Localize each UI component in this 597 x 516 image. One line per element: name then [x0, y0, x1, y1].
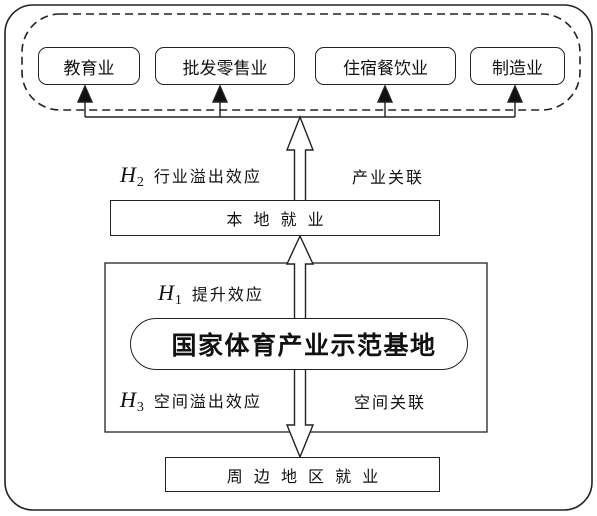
industry-label: 制造业	[492, 58, 543, 79]
hollow-arrow-base-to-surrounding	[285, 370, 315, 459]
outer-frame	[4, 4, 593, 511]
hypothesis-index: 1	[174, 293, 182, 308]
industry-box-wholesale-retail: 批发零售业	[155, 47, 295, 85]
arrow-head-icon	[376, 84, 394, 103]
hollow-arrow-local-to-industries	[285, 115, 315, 200]
industry-box-education: 教育业	[38, 47, 140, 85]
surrounding-employment-box: 周 边 地 区 就 业	[165, 457, 440, 492]
hollow-arrow-base-to-local	[285, 234, 315, 318]
arrow-to-accommodation-catering	[376, 84, 394, 117]
demonstration-base-pill: 国家体育产业示范基地	[130, 318, 468, 370]
arrow-to-education	[76, 84, 94, 117]
arrow-to-wholesale-retail	[211, 84, 229, 117]
mechanism-industry-linkage: 产业关联	[352, 168, 425, 187]
industry-group-dashed-frame	[21, 13, 581, 111]
industry-label: 批发零售业	[182, 58, 268, 79]
arrow-to-manufacturing	[506, 84, 524, 117]
demonstration-base-label: 国家体育产业示范基地	[171, 331, 437, 360]
surrounding-employment-label: 周 边 地 区 就 业	[226, 466, 382, 486]
industry-label: 教育业	[63, 58, 115, 79]
hypothesis-symbol: H	[158, 280, 174, 305]
hypothesis-h2-label: H2 行业溢出效应	[120, 163, 262, 191]
arrow-head-icon	[76, 84, 94, 103]
hypothesis-effect: 提升效应	[191, 285, 264, 304]
hypothesis-symbol: H	[120, 162, 136, 187]
industry-box-accommodation-catering: 住宿餐饮业	[315, 47, 456, 85]
arrow-head-icon	[506, 84, 524, 103]
industry-box-manufacturing: 制造业	[470, 47, 565, 85]
hypothesis-index: 3	[136, 400, 144, 415]
hypothesis-h1-label: H1 提升效应	[158, 281, 264, 309]
industry-label: 住宿餐饮业	[343, 58, 428, 79]
hypothesis-symbol: H	[120, 387, 136, 412]
local-employment-box: 本 地 就 业	[110, 200, 440, 236]
hypothesis-effect: 行业溢出效应	[153, 167, 262, 186]
arrow-head-icon	[211, 84, 229, 103]
hypothesis-h3-label: H3 空间溢出效应	[120, 388, 262, 416]
hypothesis-index: 2	[136, 175, 144, 190]
hypothesis-effect: 空间溢出效应	[153, 392, 262, 411]
mechanism-spatial-linkage: 空间关联	[354, 393, 427, 412]
local-employment-label: 本 地 就 业	[226, 210, 327, 229]
